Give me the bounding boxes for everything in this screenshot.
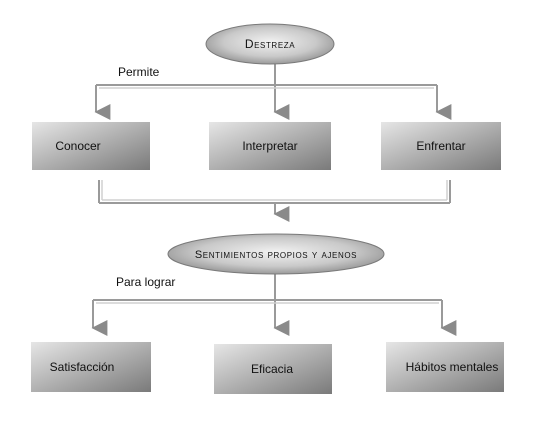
node-sentimientos: Sentimientos propios y ajenos — [167, 233, 385, 275]
connectors-merge-shadow — [101, 180, 448, 201]
node-enfrentar-label: Enfrentar — [416, 139, 465, 153]
node-habitos-mentales-label: Hábitos mentales — [406, 360, 499, 374]
edge-label-permite: Permite — [118, 65, 160, 79]
node-habitos-mentales: Hábitos mentales — [386, 342, 504, 392]
connectors-merge — [98, 180, 451, 222]
node-conocer-label: Conocer — [55, 139, 100, 153]
node-satisfaccion: Satisfacción — [31, 342, 151, 392]
node-conocer: Conocer — [32, 122, 150, 170]
edge-label-para-lograr: Para lograr — [116, 275, 175, 289]
node-destreza-label: Destreza — [245, 37, 295, 51]
node-sentimientos-label: Sentimientos propios y ajenos — [195, 249, 357, 261]
connectors-top — [94, 60, 452, 120]
node-satisfaccion-label: Satisfacción — [50, 360, 115, 374]
node-eficacia: Eficacia — [214, 344, 332, 394]
node-destreza: Destreza — [205, 23, 335, 65]
node-enfrentar: Enfrentar — [381, 122, 501, 170]
node-interpretar: Interpretar — [209, 122, 331, 170]
node-interpretar-label: Interpretar — [242, 139, 297, 153]
node-eficacia-label: Eficacia — [251, 362, 293, 376]
connectors-bottom — [91, 274, 457, 336]
